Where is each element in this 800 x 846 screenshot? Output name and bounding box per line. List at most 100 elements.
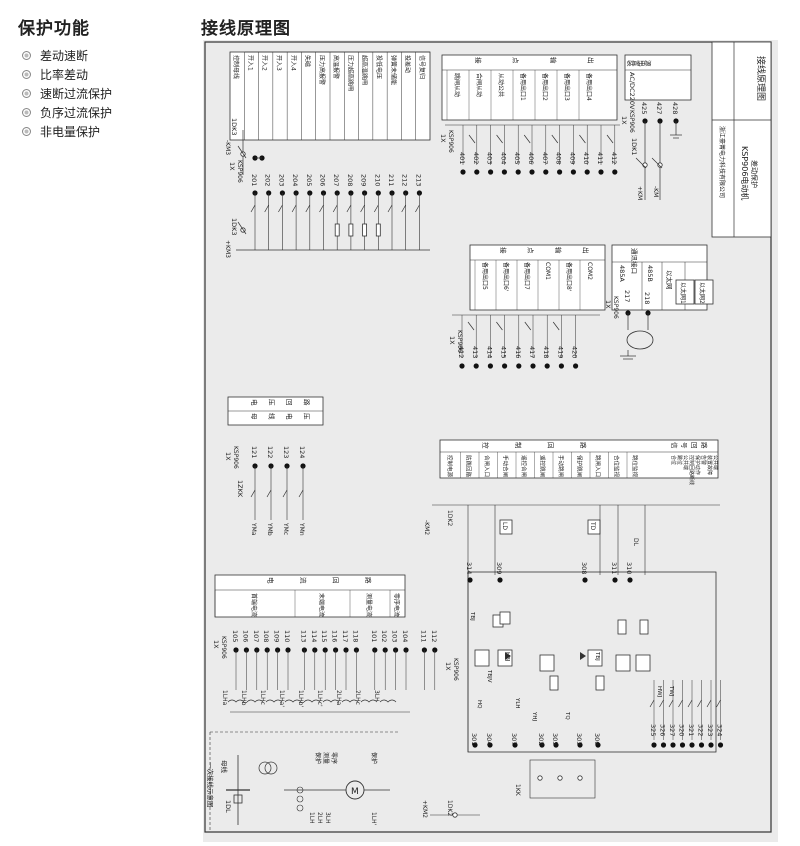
control-top-number: 314 [465,562,473,574]
ct-coil-icon [303,699,321,703]
contact-blade [496,134,503,144]
output1-terminal [460,169,466,175]
output1-terminal-number: 410 [582,152,590,164]
ct-label: 1LHb [240,690,247,706]
binary-input-label: 失磁 [304,55,312,67]
voltage-terminal-number: 122 [266,446,274,458]
km-bottom-label: +KM3 [224,240,231,258]
contact-ring [657,162,663,168]
output1-table [441,54,618,121]
signal-terminal [660,742,667,748]
input-terminal-number: 208 [346,174,354,186]
voltage-load-label: YMc [282,522,289,535]
relay-label: HWJ [656,686,662,698]
output1-terminal-number: 412 [610,152,618,164]
list-item: 速断过流保护 [22,84,112,103]
resistor-icon [348,223,354,237]
signal-terminal [698,742,705,748]
bullet-icon [22,108,31,117]
relay-coil-icon [499,611,511,625]
control-header-char: 控 [481,442,490,449]
voltage-load-label: YMb [266,522,273,536]
voltage-terminal-number: 121 [250,446,258,458]
terminal-block-label: 1X [212,640,220,649]
ct-coil-icon [284,699,302,703]
motor-ct-purpose: 保护 [370,752,378,764]
relay-coil-icon [474,649,490,667]
ct-coil-icon [265,699,283,703]
contact-blade [387,204,393,213]
title-block [711,41,772,238]
control-top-number: 310 [625,562,633,574]
contact-blade [716,699,721,708]
company-name: 浙江豪菁电力科技有限公司 [718,126,726,198]
power-breaker-label: 1DK1 [630,138,638,156]
voltage-header-char: 路 [302,399,311,406]
contact-ring [452,812,458,818]
power-terminal-number: 425 [640,102,648,114]
contact-blade [305,204,311,213]
contact-blade [606,134,614,144]
signal-label: 公共端 [712,455,719,470]
contact-blade [332,204,338,213]
output2-terminal [530,363,536,369]
voltage-terminal-number: 123 [282,446,290,458]
control-dk-bottom-label: 1DK2 [446,800,453,816]
control-bottom-terminal [472,742,478,748]
breaker-icon [233,794,243,804]
motor-ct-label: 1LH' [370,812,377,826]
output2-terminal-number: 418 [542,346,550,358]
output2-terminal-number: 414 [485,346,493,358]
ct-label: 2LHc [354,690,361,705]
device-name: KSP906电动机 [740,146,750,200]
binary-input-label: 弹簧未储能 [389,55,397,85]
power-header-char: 装 [626,60,635,67]
binary-input-label: 超高温跳闸 [361,55,369,85]
current-header-char: 回 [331,577,339,584]
signal-terminal [717,742,724,748]
input-terminal-number: 202 [264,174,272,186]
terminal-block-label: 1X [620,116,628,125]
output2-terminal [544,363,550,369]
terminal-block-label: 1X [448,336,456,345]
output1-label: 备用出口2 [541,73,549,101]
control-bottom-terminal [553,742,559,748]
binary-input-label: 开入2 [261,55,268,71]
output2-terminal-number: 413 [471,346,479,358]
device-subname: 差动保护 [750,160,759,188]
breaker-blade [237,221,247,235]
switch-blade [266,489,272,498]
terminal-block-label: 1X [439,134,447,143]
control-top-number: 308 [580,562,588,574]
input-terminal-number: 206 [319,174,327,186]
voltage-switch-label: 1ZKK [236,480,244,498]
contact-blade [524,321,532,331]
signal-label: 保护动作 [694,455,701,475]
title-block-heading: 接线原理图 [755,56,767,101]
eth-port-1 [675,279,695,305]
contact-blade [401,204,407,213]
current-header-char: 路 [364,577,373,584]
current-terminal-number: 102 [380,630,388,642]
resistor-icon [617,619,627,635]
pt-icon [258,761,272,775]
signal-terminal [670,742,676,748]
km-top-label: -KM3 [224,140,231,155]
signal-terminal-number: 325 [649,724,657,736]
pt-icon [264,761,278,775]
control-mark: YHJ [531,711,537,721]
contact-blade [360,204,365,213]
power-header-box [624,54,692,101]
contact-blade [668,699,674,708]
output1-terminal-number: 402 [472,152,480,164]
terminal-block-label: 1X [604,300,612,309]
current-terminal-number: 104 [401,630,409,642]
signal-terminal-number: 321 [687,724,695,736]
signal-terminal [651,742,657,748]
signal-terminal [679,742,686,748]
contact-blade [552,321,560,331]
device-label: KSP906 [236,160,243,183]
contact-ring [557,775,563,781]
voltage-subheader-char: 压 [302,413,310,420]
ct-coil-icon [322,699,340,703]
